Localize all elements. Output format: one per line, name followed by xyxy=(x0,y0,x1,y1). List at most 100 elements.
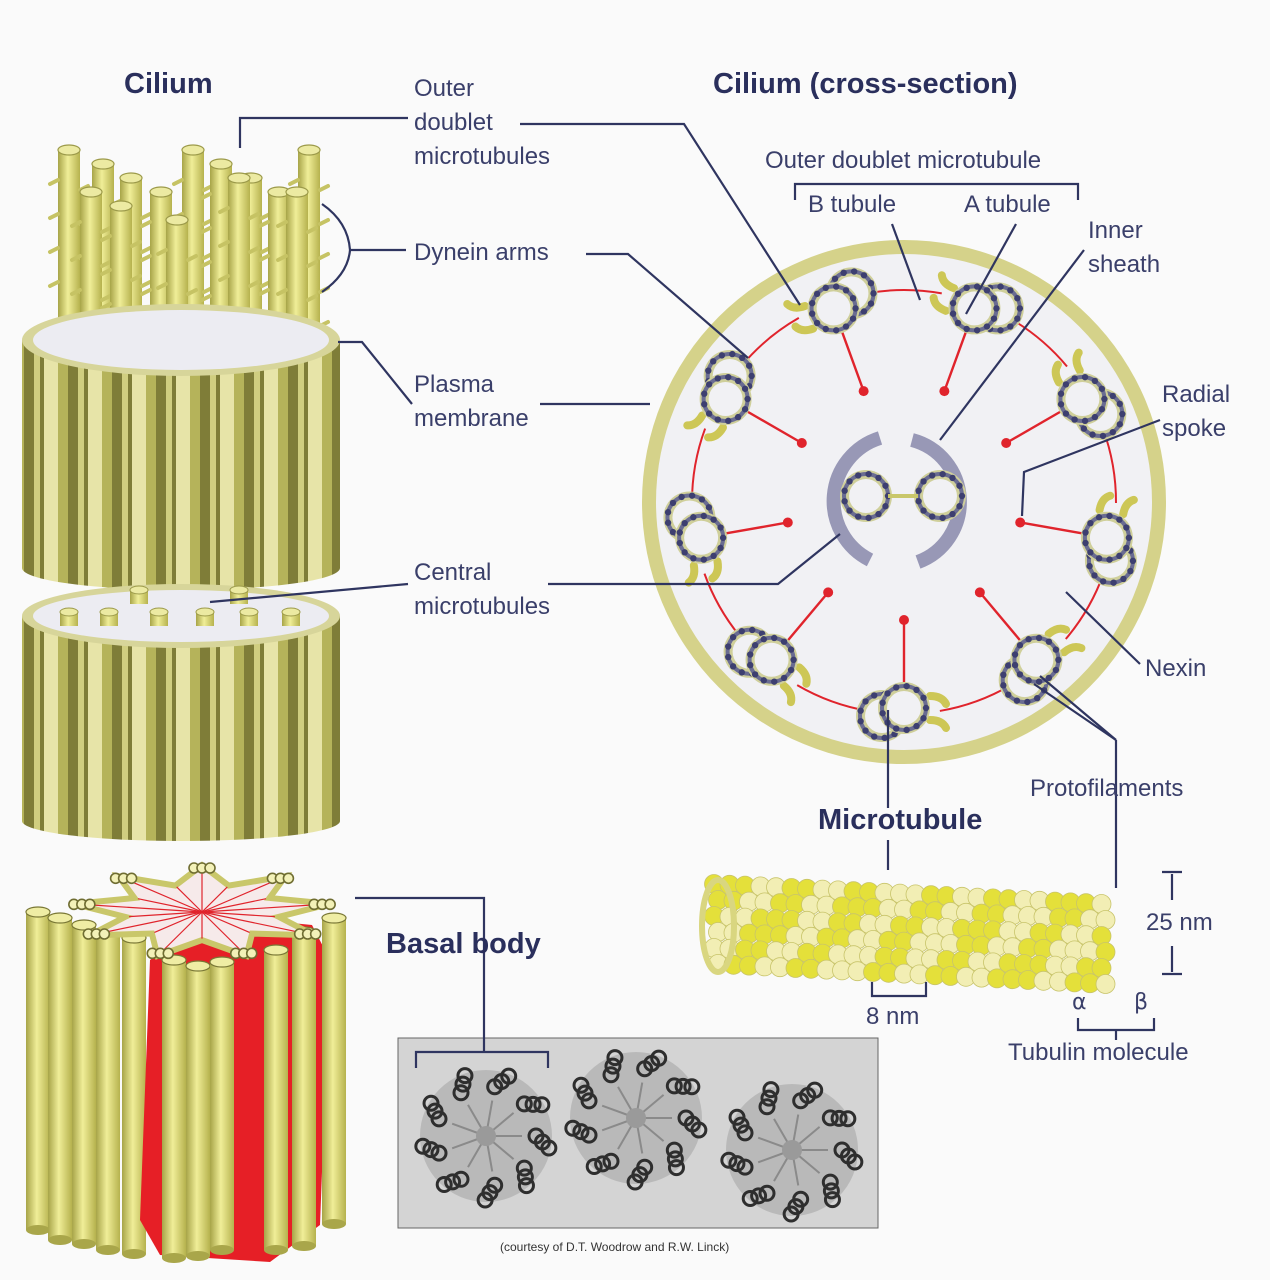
outer-doublet xyxy=(998,624,1086,707)
a-tubule xyxy=(745,633,798,686)
dynein-arm xyxy=(779,681,796,707)
dynein-arm xyxy=(318,184,330,192)
radial-spoke xyxy=(837,323,865,392)
outer-doublet-tubule xyxy=(218,172,260,330)
cartwheel-spoke xyxy=(137,898,203,913)
basal-body-triplet-tubule xyxy=(185,960,211,1261)
spoke-head xyxy=(782,517,793,528)
dynein-arm xyxy=(200,192,212,200)
dynein-arm xyxy=(1044,624,1071,638)
outer-doublet xyxy=(723,625,811,707)
dynein-arm xyxy=(791,322,818,335)
basal-body-triplet-tubule xyxy=(209,956,235,1255)
radial-spoke xyxy=(978,591,1028,649)
dynein-arm xyxy=(306,226,318,234)
dynein-arm xyxy=(937,271,959,293)
dynein-arm xyxy=(288,178,300,186)
cartwheel-spoke xyxy=(201,903,327,913)
dynein-arm xyxy=(218,206,230,214)
basal-body-triplet-tubule xyxy=(47,912,73,1245)
inner-sheath-left xyxy=(826,431,883,567)
cartwheel-spoke xyxy=(201,898,267,913)
basal-body-triplet-tubule xyxy=(25,906,51,1235)
dynein-arm xyxy=(100,226,112,234)
label-alpha: α xyxy=(1072,990,1087,1015)
dynein-arm xyxy=(48,246,60,254)
cartwheel-spoke xyxy=(176,886,203,913)
dynein-arm xyxy=(48,280,60,288)
basal-body-triplet-tubule xyxy=(263,944,289,1255)
label-nexin: Nexin xyxy=(1145,655,1207,682)
label-dynein-arms: Dynein arms xyxy=(414,239,549,266)
dynein-arm xyxy=(926,692,950,708)
triplet-end xyxy=(324,898,336,911)
micrograph-basal-body xyxy=(564,1049,708,1191)
a-tubule xyxy=(699,373,752,425)
basal-body-micrograph xyxy=(397,1037,879,1229)
dynein-arm xyxy=(318,252,330,260)
cilium-title: Cilium xyxy=(124,68,213,100)
label-protofilaments: Protofilaments xyxy=(1030,775,1184,802)
cilium-cross-section xyxy=(642,240,1166,764)
dynein-arm xyxy=(100,260,112,268)
triplet-end xyxy=(282,872,295,885)
dynein-arm xyxy=(929,293,950,315)
label-inner-sheath: Inner sheath xyxy=(1088,217,1161,278)
dynein-arm xyxy=(258,254,270,262)
label-25nm: 25 nm xyxy=(1146,909,1213,936)
dynein-arm xyxy=(218,274,230,282)
spoke-head xyxy=(823,587,834,598)
spoke-head xyxy=(796,438,807,448)
microtubule-title: Microtubule xyxy=(818,804,983,836)
spoke-head xyxy=(939,386,950,397)
dynein-arm xyxy=(156,282,168,290)
dynein-arm xyxy=(783,299,810,312)
label-outer-doublet-microtubules: Outer doublet microtubules xyxy=(414,75,551,170)
dynein-arm xyxy=(276,288,288,296)
cartwheel-spoke xyxy=(154,911,203,933)
cartwheel-spoke xyxy=(158,911,203,956)
dynein-arm xyxy=(140,246,152,254)
dynein-arm xyxy=(186,288,198,296)
dynein-arm xyxy=(100,294,112,302)
central-microtubule-pair xyxy=(840,470,966,522)
cartwheel-spoke xyxy=(77,903,203,913)
dynein-arm xyxy=(248,246,260,254)
label-radial-spoke: Radial spoke xyxy=(1162,381,1231,442)
leader-lines xyxy=(209,116,1182,1068)
dynein-arm xyxy=(140,220,152,228)
dynein-arm xyxy=(1119,495,1138,519)
plasma-membrane-cylinder-lower xyxy=(22,584,340,841)
spoke-head xyxy=(1001,438,1012,448)
label-a-tubule: A tubule xyxy=(964,191,1051,218)
dynein-arm xyxy=(276,254,288,262)
plasma-membrane-cylinder-upper xyxy=(22,304,340,590)
dynein-arm xyxy=(306,260,318,268)
triplet-end xyxy=(309,928,322,940)
label-plasma-membrane: Plasma membrane xyxy=(414,371,529,432)
cilium-illustration xyxy=(22,144,340,590)
label-outer-doublet-microtubule: Outer doublet microtubule xyxy=(765,147,1042,174)
cross-section-title: Cilium (cross-section) xyxy=(713,68,1018,100)
dynein-arm xyxy=(140,288,152,296)
dynein-arm xyxy=(200,260,212,268)
label-central-microtubules: Central microtubules xyxy=(414,559,551,620)
dynein-arm xyxy=(1060,643,1086,657)
dynein-arm xyxy=(70,288,82,296)
dynein-arm xyxy=(200,294,212,302)
radial-spoke xyxy=(943,323,971,392)
dynein-arm xyxy=(100,268,112,276)
spoke-head xyxy=(899,615,909,625)
dynein-arm xyxy=(1051,360,1064,387)
a-tubule xyxy=(1056,373,1109,425)
radial-spoke xyxy=(780,591,830,649)
cartwheel-spoke xyxy=(92,911,203,936)
dynein-arm xyxy=(306,294,318,302)
label-b-tubule: B tubule xyxy=(808,191,897,218)
dynein-arm xyxy=(248,280,260,288)
spoke-head xyxy=(858,386,869,397)
dynein-arm xyxy=(172,178,184,186)
dynein-arm xyxy=(926,716,950,732)
dynein-arm xyxy=(100,302,112,310)
outer-doublet xyxy=(683,349,756,442)
